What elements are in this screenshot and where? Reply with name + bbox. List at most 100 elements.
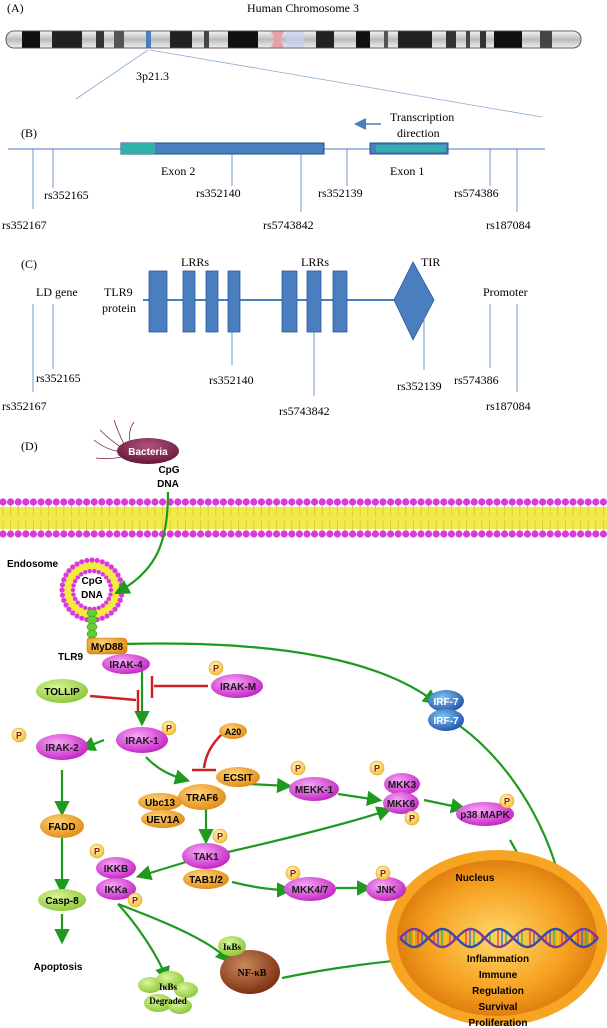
endosome-cpg: CpG xyxy=(81,576,102,587)
lipid-head xyxy=(136,498,144,506)
lipid-head xyxy=(7,530,15,538)
c-rs574386: rs574386 xyxy=(454,373,499,387)
jnk-label: JNK xyxy=(376,885,397,896)
phosphate-label: P xyxy=(132,896,138,906)
b-rs5743842: rs5743842 xyxy=(263,218,314,232)
lipid-head xyxy=(440,530,448,538)
lipid-head xyxy=(52,530,60,538)
lipid-head xyxy=(174,530,182,538)
irak1-node xyxy=(116,727,168,753)
lipid-head xyxy=(280,498,288,506)
lipid-head xyxy=(311,498,319,506)
lipid-head xyxy=(189,530,197,538)
lipid-head xyxy=(273,530,281,538)
lipid-head xyxy=(29,498,37,506)
lipid-head xyxy=(0,530,7,538)
irakm-label: IRAK-M xyxy=(220,682,256,693)
lipid-head xyxy=(250,498,258,506)
lipid-head xyxy=(250,530,258,538)
outcome-survival: Survival xyxy=(479,1002,518,1013)
apoptosis-label: Apoptosis xyxy=(34,962,83,973)
nfkb-label: NF-κB xyxy=(238,968,267,979)
lipid-head xyxy=(0,498,7,506)
lipid-head xyxy=(98,530,106,538)
casp8-label: Casp-8 xyxy=(45,896,79,907)
lipid-head xyxy=(90,498,98,506)
lipid-head xyxy=(105,498,113,506)
fadd-node xyxy=(40,814,84,838)
lipid-head xyxy=(493,498,501,506)
band-label: 3p21.3 xyxy=(136,69,169,83)
lipid-head xyxy=(356,530,364,538)
irf7b-label: IRF-7 xyxy=(434,716,459,727)
lipid-head xyxy=(523,530,532,538)
lipid-head xyxy=(265,530,273,538)
phosphate-label: P xyxy=(166,724,172,734)
ikka-label: IKKa xyxy=(105,885,128,896)
tlr9-protein-label-2: protein xyxy=(102,301,136,315)
panel-a-label: (A) xyxy=(7,1,24,15)
outcome-regulation: Regulation xyxy=(472,986,524,997)
lipid-head xyxy=(318,530,326,538)
lipid-head xyxy=(584,530,592,538)
lipid-head xyxy=(181,530,189,538)
b-rs352140: rs352140 xyxy=(196,186,241,200)
lipid-head xyxy=(204,498,212,506)
lipid-head xyxy=(463,498,471,506)
zoom-line-right xyxy=(149,49,543,118)
exon-2-label: Exon 2 xyxy=(161,164,195,178)
lipid-head xyxy=(531,530,539,538)
lipid-head xyxy=(227,498,235,506)
mkk3-node xyxy=(384,773,420,795)
phosphate-icon: P xyxy=(404,810,420,826)
lipid-head xyxy=(356,498,364,506)
lipid-head xyxy=(546,498,554,506)
lipid-head xyxy=(235,530,243,538)
lipid-head xyxy=(166,530,174,538)
lipid-head xyxy=(37,530,45,538)
irak4-node xyxy=(102,654,150,674)
lipid-head xyxy=(29,530,37,538)
lipid-head xyxy=(387,530,395,538)
lipid-head xyxy=(45,530,53,538)
lipid-head xyxy=(14,530,22,538)
phosphate-label: P xyxy=(504,797,510,807)
promoter-label: Promoter xyxy=(483,285,528,299)
lipid-head xyxy=(60,530,68,538)
lipid-head xyxy=(417,498,425,506)
lipid-head xyxy=(288,498,296,506)
irf7b-node xyxy=(428,709,464,731)
inhibition-lines xyxy=(89,676,223,772)
phosphate-icon: P xyxy=(290,760,306,776)
mekk1-label: MEKK-1 xyxy=(295,785,334,796)
ikbs-degraded-label-2: Degraded xyxy=(149,996,187,1006)
casp8-node xyxy=(38,889,86,911)
lipid-head xyxy=(364,498,372,506)
lipid-head xyxy=(7,498,15,506)
b-rs187084: rs187084 xyxy=(486,218,531,232)
lipid-head xyxy=(22,530,30,538)
b-rs352165: rs352165 xyxy=(44,188,89,202)
uev1a-label: UEV1A xyxy=(146,815,179,826)
lipid-head xyxy=(326,530,334,538)
lipid-head xyxy=(341,530,349,538)
lipid-head xyxy=(387,498,395,506)
lrr-label-1: LRRs xyxy=(181,255,209,269)
lipid-head xyxy=(592,498,600,506)
lipid-head xyxy=(402,530,410,538)
phosphate-label: P xyxy=(217,832,223,842)
bacteria-cpg: CpG xyxy=(158,465,179,476)
exon-1-label: Exon 1 xyxy=(390,164,424,178)
c-rs352140: rs352140 xyxy=(209,373,254,387)
chromosome-3-ideogram xyxy=(5,30,582,49)
lipid-head xyxy=(470,498,478,506)
lipid-head xyxy=(219,530,227,538)
nfkb-complex xyxy=(218,936,280,994)
traf6-label: TRAF6 xyxy=(186,793,219,804)
bacteria xyxy=(93,419,179,464)
lipid-head xyxy=(113,498,121,506)
panel-b-label: (B) xyxy=(21,126,37,140)
lipid-head xyxy=(128,530,136,538)
lipid-head xyxy=(561,530,570,538)
